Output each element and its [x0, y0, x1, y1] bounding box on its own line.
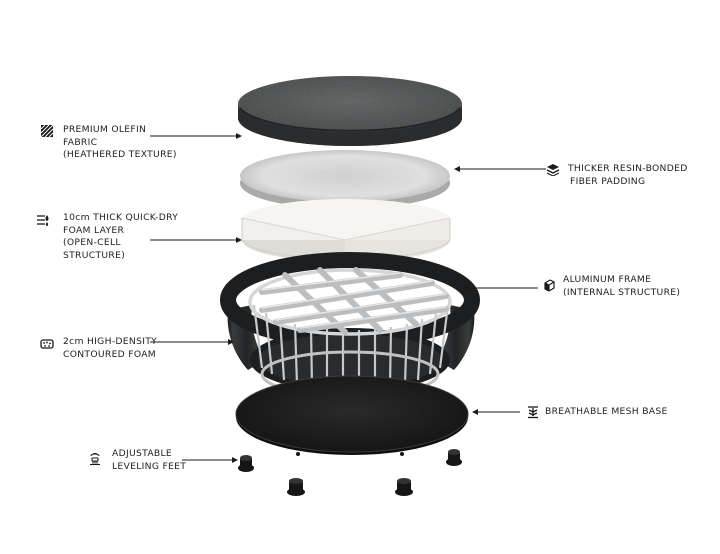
callout-line: (INTERNAL STRUCTURE)	[563, 286, 681, 298]
callout-leveling-feet: ADJUSTABLE LEVELING FEET	[112, 448, 186, 473]
callout-olefin-fabric: PREMIUM OLEFIN FABRIC (HEATHERED TEXTURE…	[63, 124, 177, 162]
callout-contoured-foam: 2cm HIGH-DENSITY CONTOURED FOAM	[63, 336, 157, 361]
callout-line: FOAM LAYER	[63, 224, 125, 236]
foot	[395, 478, 413, 496]
callout-line: FABRIC	[63, 136, 98, 148]
fabric-cushion	[238, 76, 462, 146]
foot-pin	[296, 452, 404, 456]
mesh-airflow-icon	[526, 405, 540, 419]
quick-dry-icon	[36, 213, 50, 227]
callout-line: BREATHABLE MESH BASE	[545, 406, 668, 417]
leveling-foot-icon	[88, 452, 102, 466]
callout-line: 10cm THICK QUICK-DRY	[63, 212, 179, 223]
fiber-padding	[240, 150, 450, 209]
callout-aluminum-frame: ALUMINUM FRAME (INTERNAL STRUCTURE)	[563, 274, 680, 299]
callout-line: (HEATHERED TEXTURE)	[63, 149, 177, 160]
leveling-feet	[238, 449, 462, 496]
callout-mesh-base: BREATHABLE MESH BASE	[545, 406, 668, 419]
padding-layers-icon	[546, 162, 560, 176]
callout-line: ALUMINUM FRAME	[563, 274, 652, 285]
quick-dry-foam-layer	[241, 199, 451, 262]
callout-line: CONTOURED FOAM	[63, 348, 157, 360]
foot	[238, 455, 254, 472]
callout-line: THICKER RESIN-BONDED	[568, 163, 688, 174]
callout-line: PREMIUM OLEFIN	[63, 124, 147, 135]
foam-block-icon	[40, 337, 54, 351]
callout-line: ADJUSTABLE	[112, 448, 173, 459]
leader-lines	[150, 133, 546, 463]
callout-line: LEVELING FEET	[112, 460, 187, 472]
foot	[446, 449, 462, 466]
foot	[287, 478, 305, 496]
frame-slats	[259, 267, 449, 335]
mesh-base	[235, 375, 469, 455]
callout-line: 2cm HIGH-DENSITY	[63, 336, 158, 347]
callout-line: STRUCTURE)	[63, 249, 126, 261]
shell-and-frame	[220, 252, 480, 398]
callout-quick-dry-foam: 10cm THICK QUICK-DRY FOAM LAYER (OPEN-CE…	[63, 212, 178, 262]
fabric-texture-icon	[40, 124, 54, 138]
callout-fiber-padding: THICKER RESIN-BONDED FIBER PADDING	[568, 163, 688, 188]
frame-cube-icon	[542, 278, 556, 292]
callout-line: FIBER PADDING	[570, 175, 646, 187]
callout-line: (OPEN-CELL	[63, 237, 121, 248]
